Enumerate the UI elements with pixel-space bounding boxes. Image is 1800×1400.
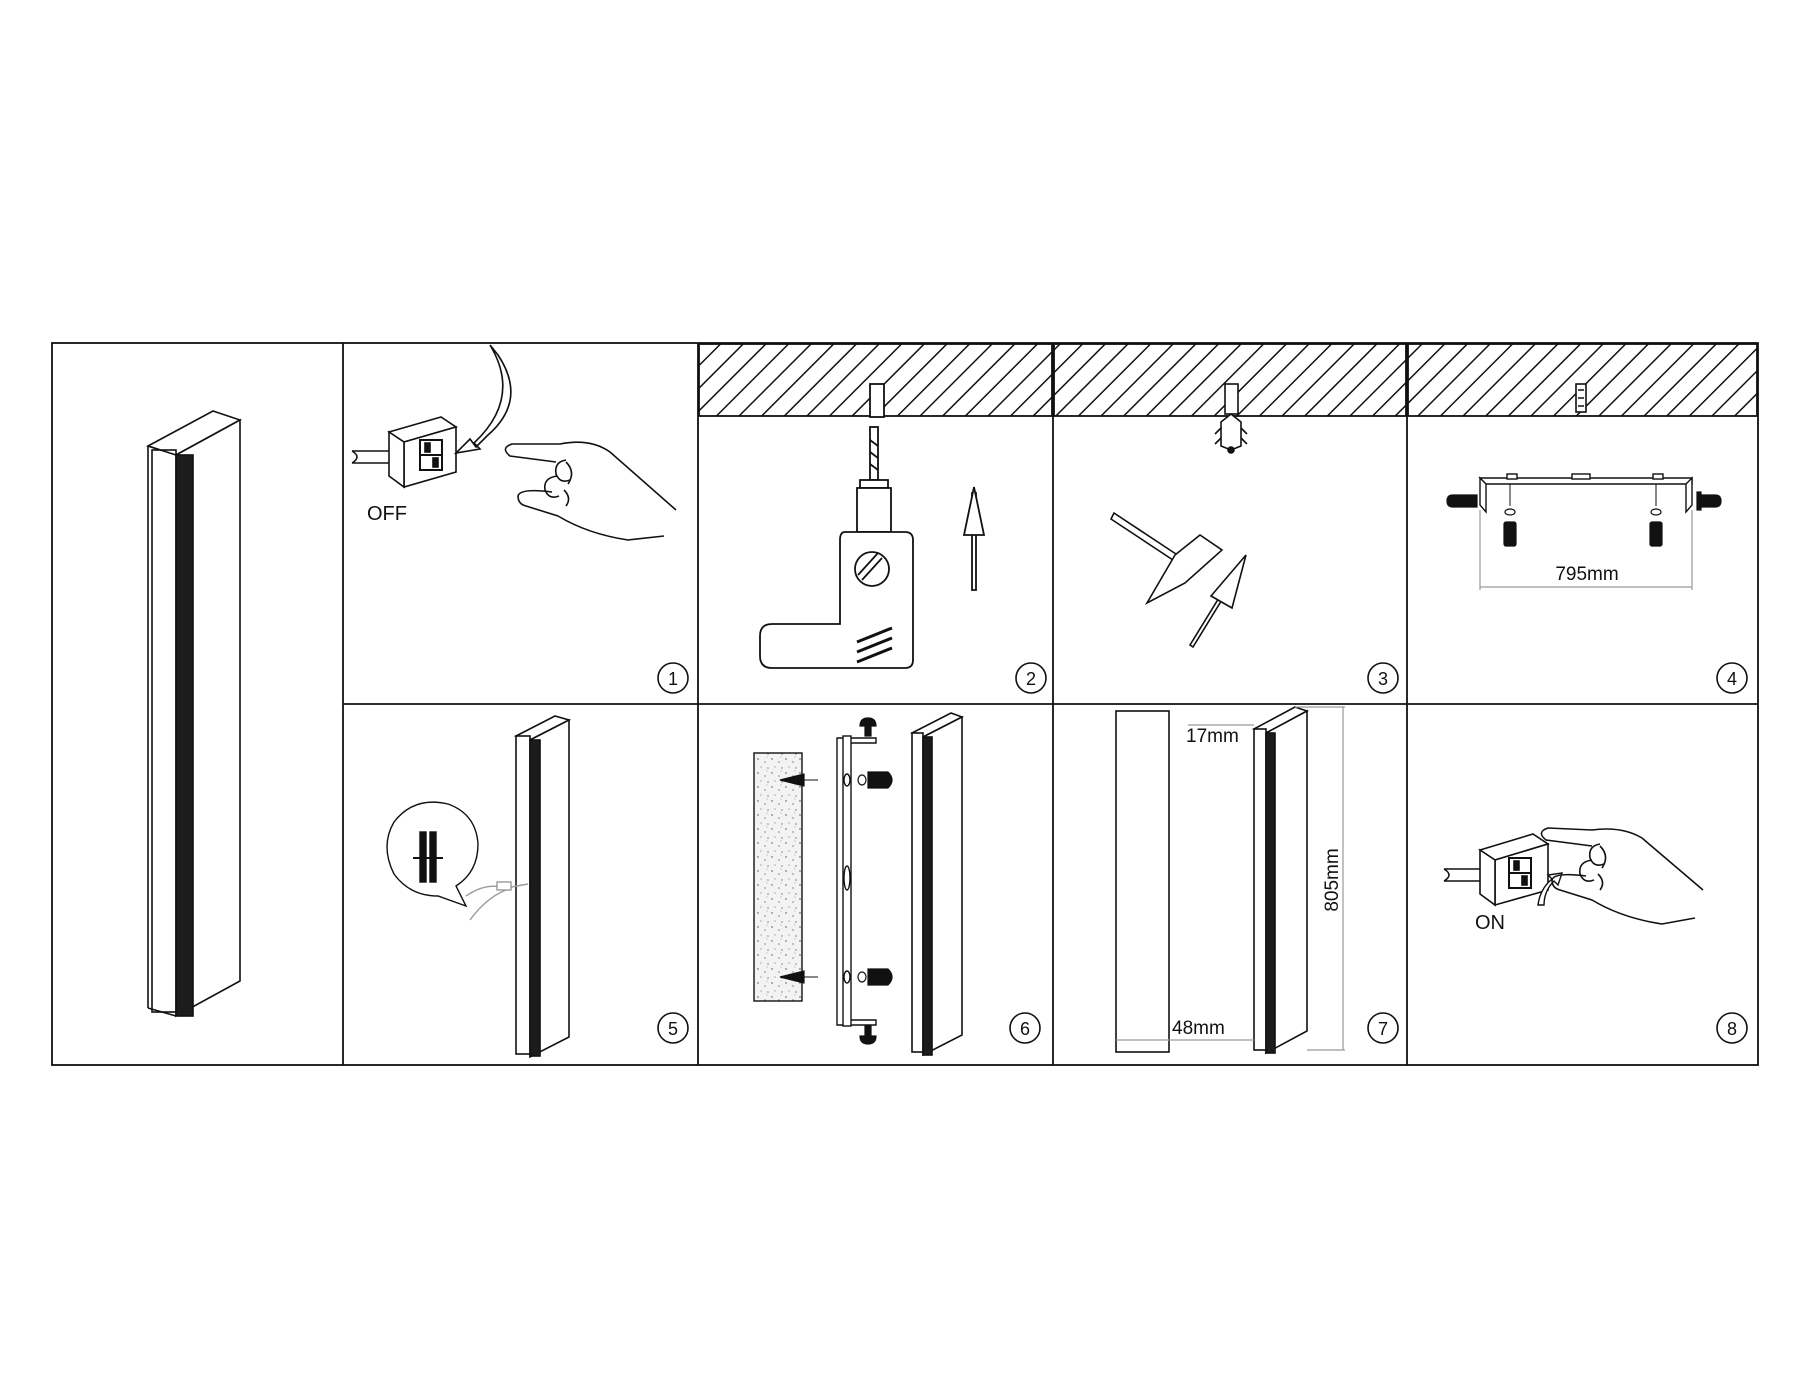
panel-grid <box>51 342 1759 1066</box>
arrow-diagonal-icon <box>1188 554 1247 649</box>
step-7-badge: 7 <box>1367 1012 1399 1044</box>
step-4-badge: 4 <box>1716 662 1748 694</box>
mounting-bracket-icon <box>1478 473 1693 514</box>
overview-light-fixture-icon <box>145 410 242 1018</box>
screw-icon <box>1446 484 1722 547</box>
light-fixture-icon <box>910 712 964 1057</box>
step-3-badge: 3 <box>1367 662 1399 694</box>
bracket-width-label: 795mm <box>1555 564 1618 585</box>
hand-icon <box>1540 827 1704 925</box>
wall-switch-icon <box>351 416 458 489</box>
svg-text:3: 3 <box>1378 669 1388 689</box>
step-5-panel: 5 <box>386 715 689 1059</box>
wall-plug-icon <box>779 773 818 984</box>
step-8-badge: 8 <box>1716 1012 1748 1044</box>
svg-text:7: 7 <box>1378 1019 1388 1039</box>
arrow-up-icon <box>962 486 986 591</box>
step-2-panel: 2 <box>759 383 1047 694</box>
mounting-bracket-icon <box>836 735 877 1027</box>
step-2-badge: 2 <box>1015 662 1047 694</box>
step-1-badge: 1 <box>657 662 689 694</box>
curved-arrow-icon <box>1537 872 1564 906</box>
hammer-icon <box>1109 511 1224 606</box>
step-4-panel: 795mm 4 <box>1446 383 1748 694</box>
svg-text:6: 6 <box>1020 1019 1030 1039</box>
wall-hole <box>869 383 885 418</box>
on-label: ON <box>1475 912 1505 934</box>
svg-text:5: 5 <box>668 1019 678 1039</box>
drill-icon <box>759 426 914 669</box>
wire-connector-icon <box>386 801 529 921</box>
svg-text:8: 8 <box>1727 1019 1737 1039</box>
off-label: OFF <box>367 503 407 525</box>
depth-label: 48mm <box>1172 1018 1225 1039</box>
step-1-panel: OFF <box>351 344 677 541</box>
step-6-badge: 6 <box>1009 1012 1041 1044</box>
height-label: 805mm <box>1322 848 1343 911</box>
wall-board-icon <box>753 752 803 1002</box>
fixture-side-profile <box>1115 710 1170 1053</box>
curved-arrow-icon <box>453 344 512 455</box>
light-fixture-icon <box>513 715 572 1059</box>
hand-icon <box>504 441 677 541</box>
step-3-panel: 3 <box>1109 383 1399 694</box>
bracket-width-dimension <box>1479 510 1693 590</box>
ceiling-anchor-icon <box>1575 383 1587 413</box>
svg-text:2: 2 <box>1026 669 1036 689</box>
screw-icon <box>857 717 893 1045</box>
svg-text:1: 1 <box>668 669 678 689</box>
dimension-lines <box>1116 706 1345 1051</box>
svg-text:4: 4 <box>1727 669 1737 689</box>
wall-switch-icon <box>1443 833 1550 907</box>
step-8-panel: ON 8 <box>1443 827 1748 1044</box>
wall-plug-icon <box>1214 383 1248 454</box>
light-fixture-icon <box>1251 706 1310 1055</box>
step-6-panel: 6 <box>753 712 1041 1057</box>
top-offset-label: 17mm <box>1186 726 1239 747</box>
step-5-badge: 5 <box>657 1012 689 1044</box>
step-7-panel: 17mm 48mm 805mm 7 <box>1115 706 1399 1055</box>
